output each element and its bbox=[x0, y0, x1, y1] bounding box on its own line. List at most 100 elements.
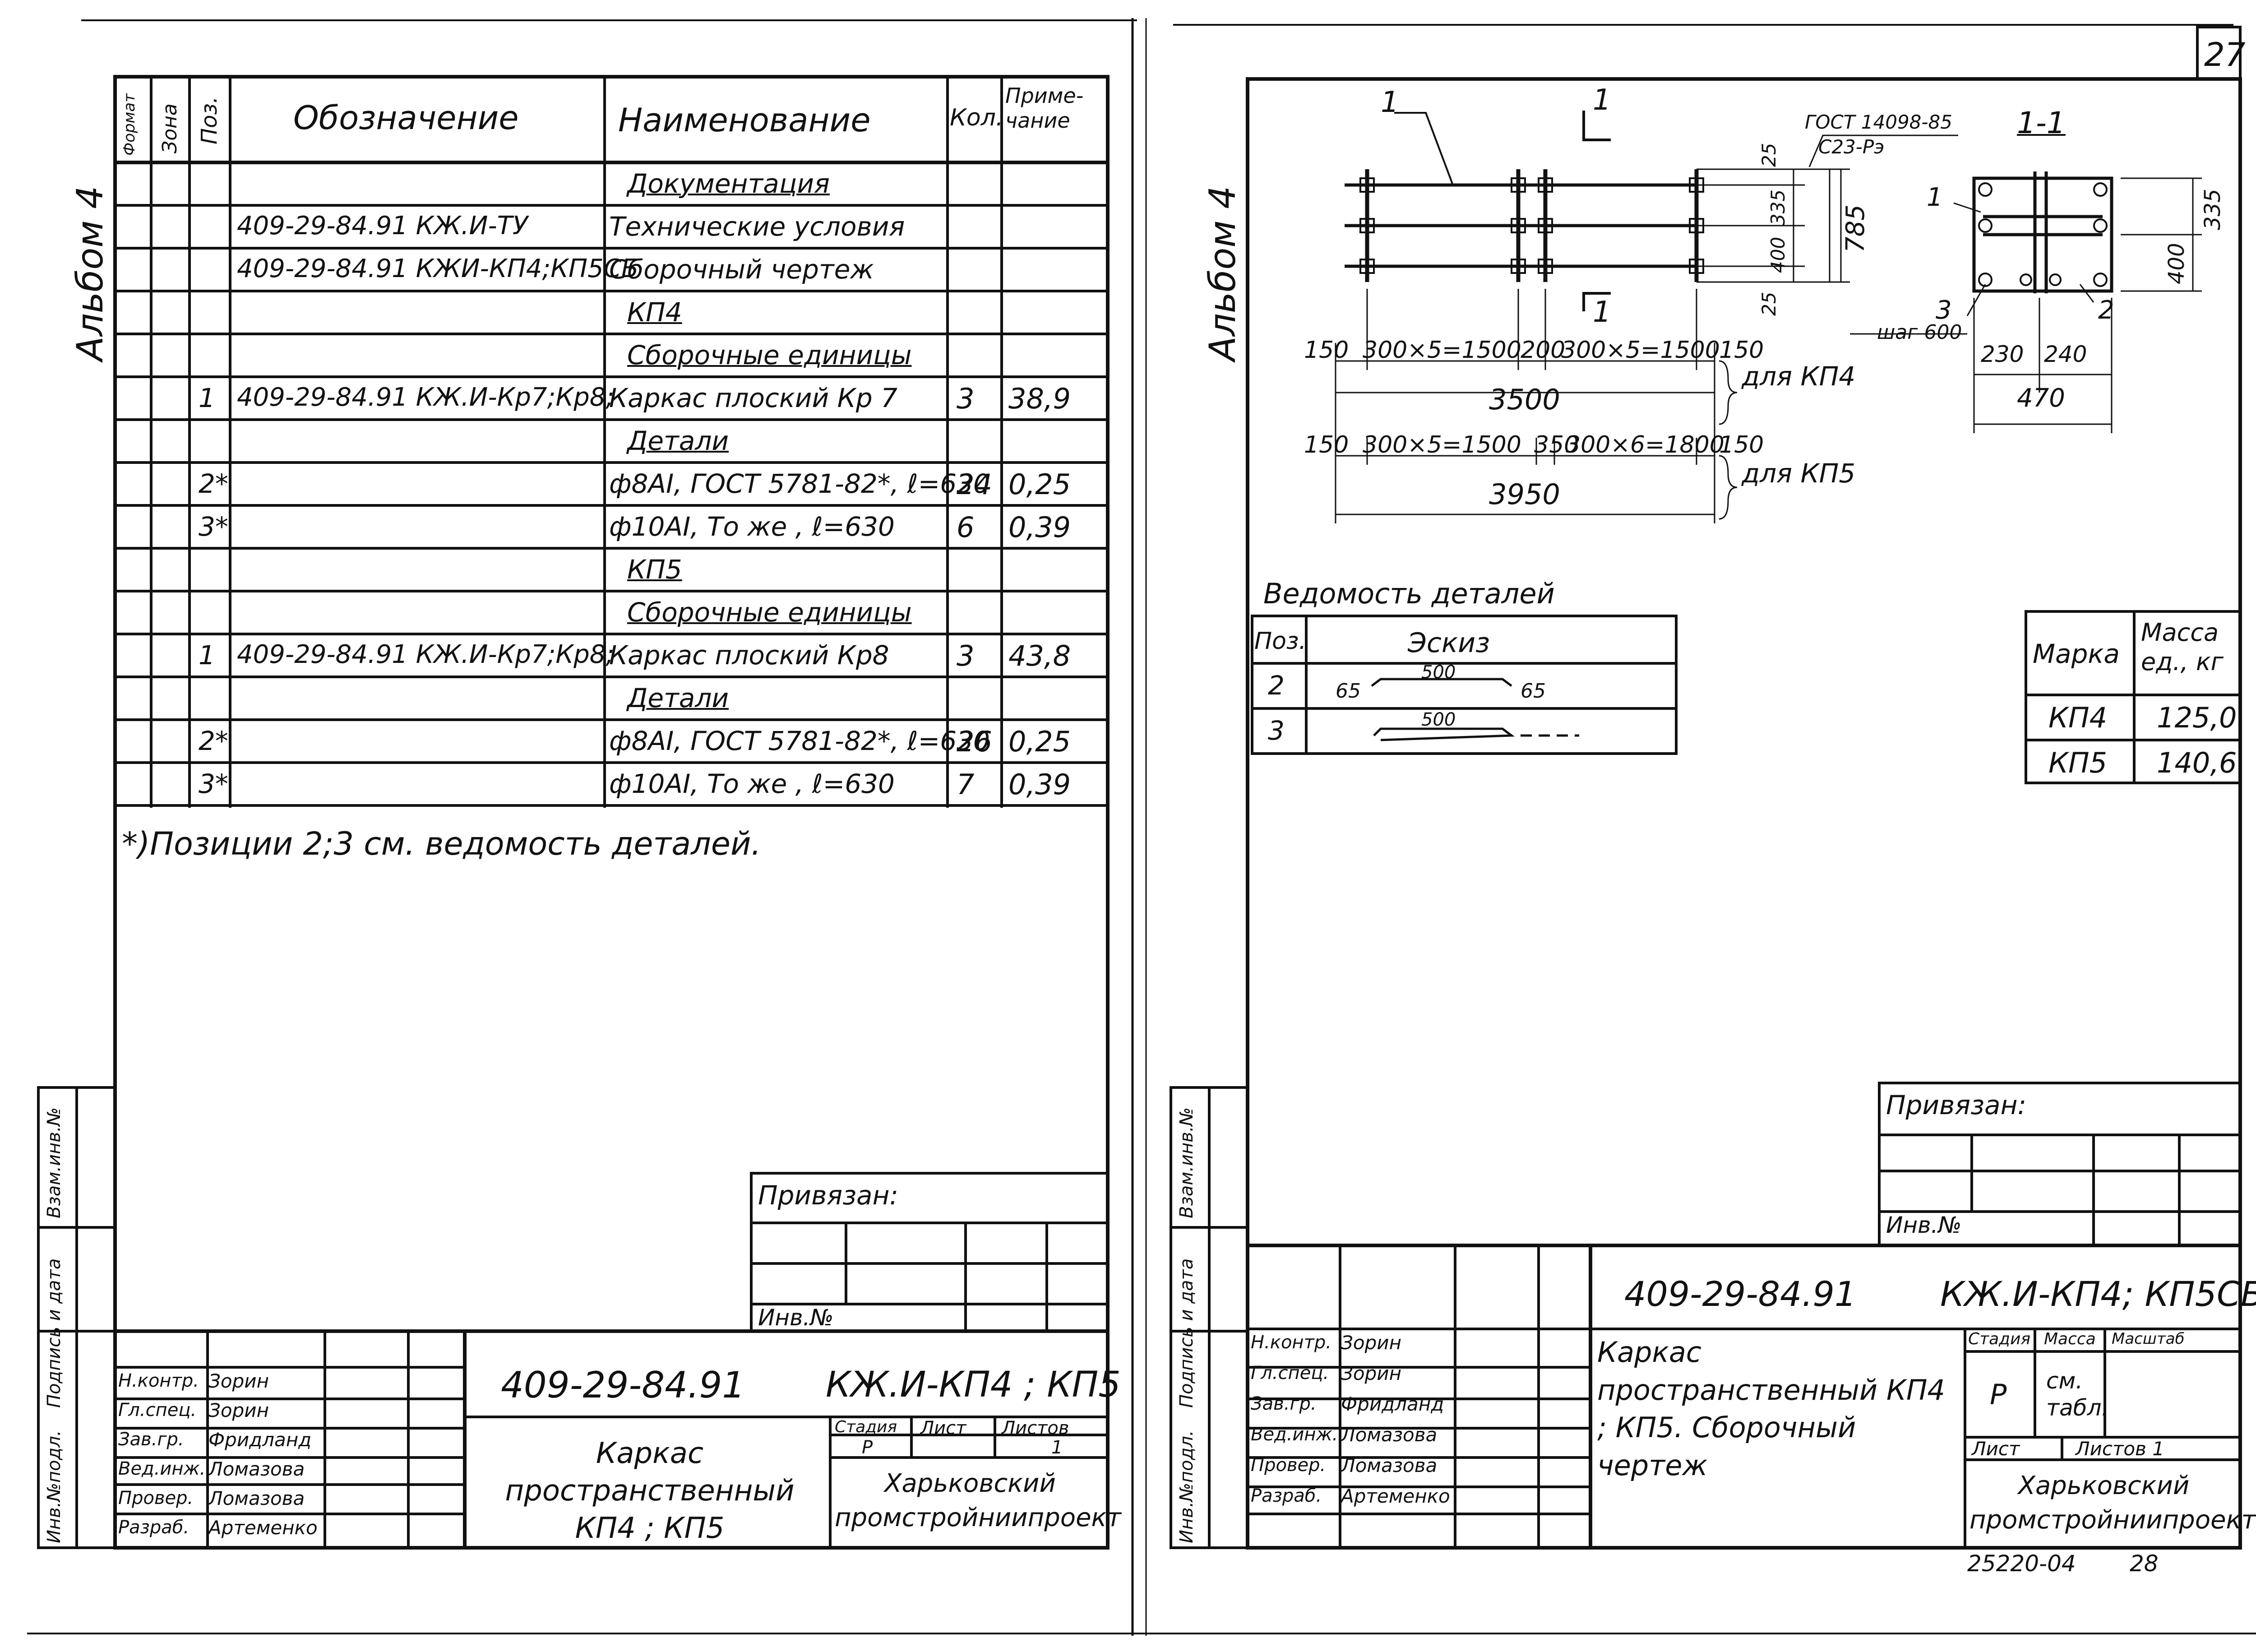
spec-cell-qty: 3 bbox=[957, 382, 975, 415]
right-stamp-massa: см. табл. bbox=[2046, 1368, 2109, 1421]
left-stamp-listov: 1 bbox=[1051, 1437, 1063, 1458]
mass-row-kp4-mark: КП4 bbox=[2048, 701, 2108, 734]
spec-cell-name: Сборочные единицы bbox=[627, 340, 912, 370]
stamp-name: Зорин bbox=[208, 1399, 269, 1421]
mass-header-mark: Марка bbox=[2033, 639, 2120, 669]
stamp-role: Н.контр. bbox=[118, 1370, 199, 1391]
stamp-name: Ломазова bbox=[1341, 1424, 1438, 1446]
stamp-role: Провер. bbox=[118, 1488, 194, 1509]
spec-cell-qty: 6 bbox=[957, 511, 975, 544]
stamp-role: Гл.спец. bbox=[1251, 1363, 1329, 1384]
sec-shag: шаг 600 bbox=[1877, 321, 1962, 344]
dim-row1-2: 200 bbox=[1521, 337, 1566, 364]
stamp-name: Зорин bbox=[1341, 1362, 1402, 1384]
right-stamp-massa-label: Масса bbox=[2044, 1330, 2096, 1348]
right-stamp-stadia: Р bbox=[1990, 1378, 2007, 1411]
stamp-role: Провер. bbox=[1251, 1455, 1326, 1476]
left-stamp-listov-label: Листов bbox=[1002, 1418, 1069, 1439]
spec-cell-name: Детали bbox=[627, 426, 729, 456]
detail-row-2-l2: 500 bbox=[1421, 662, 1456, 683]
archive-number: 25220-04 bbox=[1967, 1550, 2076, 1577]
right-stamp-stadia-label: Стадия bbox=[1968, 1330, 2031, 1348]
right-stamp-listov-label: Листов 1 bbox=[2076, 1438, 2164, 1460]
spec-cell-name: ф10АI, То же , ℓ=630 bbox=[609, 511, 895, 542]
left-stamp-list-label: Лист bbox=[920, 1418, 966, 1439]
stamp-name: Ломазова bbox=[208, 1458, 305, 1480]
right-side-inv-podl: Инв.№подл. bbox=[1176, 1430, 1197, 1543]
left-inv-no-label: Инв.№ bbox=[758, 1305, 834, 1331]
right-side-podpis: Подпись и дата bbox=[1176, 1258, 1197, 1408]
dim-row1-0: 150 bbox=[1304, 337, 1349, 364]
dim-v-335: 335 bbox=[1767, 189, 1789, 226]
left-stamp-code: 409-29-84.91 bbox=[501, 1364, 745, 1406]
spec-header-name: Наименование bbox=[618, 101, 871, 139]
spec-cell-note: 0,39 bbox=[1008, 511, 1071, 544]
dim-for2: для КП5 bbox=[1742, 458, 1856, 489]
stamp-role: Зав.гр. bbox=[118, 1429, 184, 1450]
detail-row-3-l2: 500 bbox=[1421, 709, 1456, 730]
spec-cell-poz: 3* bbox=[199, 768, 228, 799]
details-header-poz: Поз. bbox=[1254, 628, 1307, 655]
spec-cell-name: ф8АI, ГОСТ 5781-82*, ℓ=630 bbox=[609, 468, 990, 499]
stamp-role: Н.контр. bbox=[1251, 1332, 1331, 1353]
stamp-name: Зорин bbox=[1341, 1332, 1402, 1354]
dim-row2-2: 350 bbox=[1534, 431, 1579, 458]
spec-header-poz: Поз. bbox=[197, 96, 222, 144]
sec-dim-240: 240 bbox=[2044, 341, 2087, 367]
spec-cell-name: Технические условия bbox=[609, 211, 905, 242]
section-title: 1-1 bbox=[2017, 106, 2066, 140]
dim-row2-1: 300×5=1500 bbox=[1363, 431, 1521, 458]
stamp-name: Зорин bbox=[208, 1370, 269, 1392]
spec-header-qty: Кол. bbox=[950, 104, 1003, 131]
left-stamp-org: Харьковский промстройниипроект bbox=[835, 1469, 1122, 1532]
sec-dim-230: 230 bbox=[1981, 341, 2024, 367]
spec-cell-note: 0,39 bbox=[1008, 768, 1071, 801]
left-stamp-stadia-label: Стадия bbox=[835, 1418, 897, 1436]
dim-v-25a: 25 bbox=[1758, 143, 1780, 167]
details-title: Ведомость деталей bbox=[1263, 577, 1555, 610]
sec-dim-400: 400 bbox=[2164, 243, 2189, 284]
spec-cell-qty: 3 bbox=[957, 639, 975, 672]
stamp-name: Артеменко bbox=[1341, 1485, 1450, 1507]
sec-pos2: 2 bbox=[2098, 296, 2114, 325]
spec-cell-poz: 1 bbox=[199, 383, 215, 413]
stamp-role: Разраб. bbox=[1251, 1485, 1322, 1506]
right-stamp-code: 409-29-84.91 bbox=[1624, 1274, 1857, 1314]
spec-footnote: *)Позиции 2;3 см. ведомость деталей. bbox=[122, 825, 761, 862]
left-side-inv-podl: Инв.№подл. bbox=[44, 1430, 65, 1543]
drawing-section-mark-b: 1 bbox=[1593, 296, 1611, 329]
sec-pos3: 3 bbox=[1936, 296, 1952, 325]
spec-cell-designation: 409-29-84.91 КЖ.И-Кр7;Кр8; bbox=[237, 640, 615, 669]
spec-cell-poz: 3* bbox=[199, 511, 228, 542]
stamp-role: Зав.гр. bbox=[1251, 1393, 1317, 1414]
spec-cell-name: ф10АI, То же , ℓ=630 bbox=[609, 768, 895, 799]
spec-cell-note: 38,9 bbox=[1008, 382, 1071, 415]
mass-header-mass: Масса ед., кг bbox=[2141, 618, 2224, 676]
archive-page: 28 bbox=[2130, 1550, 2159, 1577]
spec-cell-name: КП5 bbox=[627, 554, 682, 585]
stamp-name: Ломазова bbox=[1341, 1454, 1438, 1476]
left-privyazan-label: Привязан: bbox=[758, 1180, 899, 1211]
spec-header-format: Формат bbox=[120, 93, 139, 156]
spec-cell-name: Сборочные единицы bbox=[627, 597, 912, 628]
dim-row2-4: 150 bbox=[1719, 431, 1764, 458]
stamp-name: Ломазова bbox=[208, 1487, 305, 1509]
spec-cell-name: Документация bbox=[627, 168, 830, 199]
stamp-role: Вед.инж. bbox=[118, 1458, 206, 1479]
spec-cell-qty: 24 bbox=[957, 468, 992, 501]
stamp-role: Разраб. bbox=[118, 1517, 190, 1538]
detail-row-2-l1: 65 bbox=[1336, 680, 1361, 703]
left-side-vzam: Взам.инв.№ bbox=[44, 1107, 65, 1218]
right-privyazan-label: Привязан: bbox=[1886, 1090, 2027, 1120]
left-album-label: Альбом 4 bbox=[69, 186, 111, 361]
right-stamp-org: Харьковский промстройниипроект bbox=[1969, 1471, 2256, 1535]
stamp-role: Гл.спец. bbox=[118, 1400, 197, 1421]
stamp-role: Вед.инж. bbox=[1251, 1424, 1338, 1445]
dim-row2-0: 150 bbox=[1304, 431, 1349, 458]
drawing-gost2: С23-Рэ bbox=[1818, 136, 1885, 158]
spec-cell-name: Детали bbox=[627, 683, 729, 713]
right-inv-no-label: Инв.№ bbox=[1886, 1212, 1962, 1238]
dim-row1-4: 150 bbox=[1719, 337, 1764, 364]
detail-row-2-l3: 65 bbox=[1521, 680, 1546, 703]
